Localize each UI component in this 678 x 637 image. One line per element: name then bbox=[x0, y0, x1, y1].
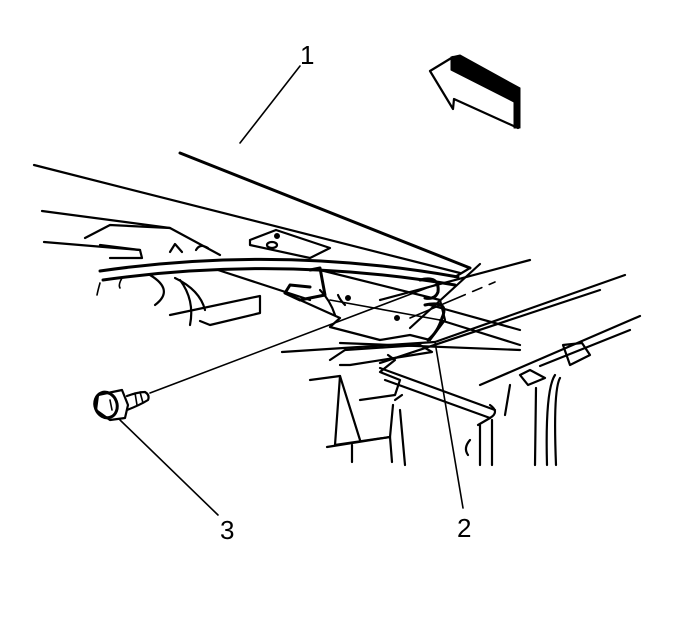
mounting-plate bbox=[248, 228, 332, 260]
bolt-icon bbox=[93, 388, 150, 422]
front-direction-arrow-icon bbox=[428, 54, 521, 130]
hinge-bracket bbox=[283, 262, 482, 342]
callout-label-1: 1 bbox=[300, 40, 315, 70]
lower-bracket bbox=[308, 343, 434, 467]
callout-3-leader bbox=[119, 419, 219, 516]
fender-structure bbox=[280, 258, 642, 467]
cowl-panel bbox=[40, 209, 312, 327]
callout-label-2: 2 bbox=[457, 513, 472, 543]
callout-1-leader bbox=[239, 65, 301, 144]
callout-2-leader bbox=[434, 341, 464, 509]
bolt-axis-line bbox=[149, 281, 496, 394]
callout-label-3: 3 bbox=[220, 515, 235, 545]
